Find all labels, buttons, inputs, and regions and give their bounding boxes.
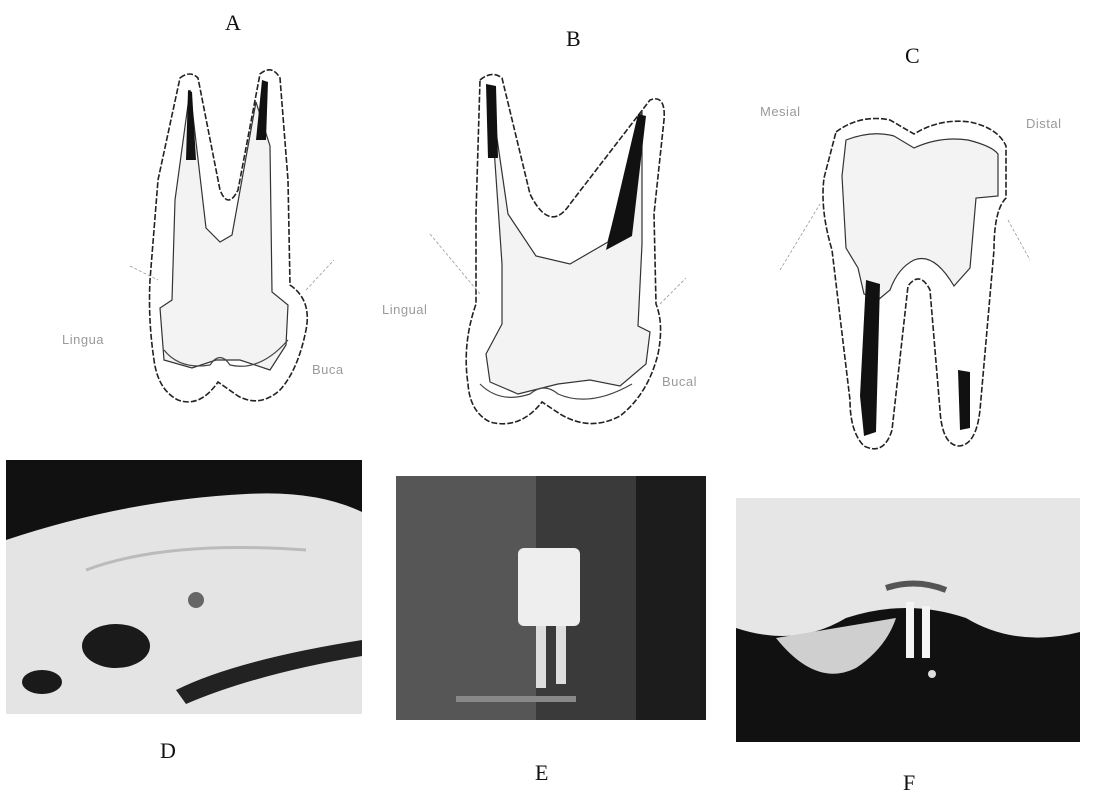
photo-f-scene bbox=[736, 498, 1080, 742]
panel-letter-b: B bbox=[566, 26, 581, 52]
photo-d-scene bbox=[6, 460, 362, 714]
photo-f bbox=[736, 498, 1080, 742]
label-lingual-a: Lingua bbox=[62, 332, 104, 347]
tooth-c-preparation bbox=[842, 134, 998, 300]
photo-e-scene bbox=[396, 476, 706, 720]
panel-letter-e: E bbox=[535, 760, 548, 786]
tooth-c-canal-2 bbox=[958, 370, 970, 430]
tooth-c-canal-1 bbox=[860, 280, 880, 436]
panel-letter-a: A bbox=[225, 10, 241, 36]
photo-e bbox=[396, 476, 706, 720]
tooth-section-a bbox=[120, 60, 360, 420]
panel-letter-c: C bbox=[905, 43, 920, 69]
tooth-section-b bbox=[410, 64, 690, 444]
panel-letter-f: F bbox=[903, 770, 915, 796]
tooth-b-canal-1 bbox=[486, 84, 498, 158]
tooth-a-preparation bbox=[160, 90, 288, 370]
photo-d bbox=[6, 460, 362, 714]
tooth-b-preparation bbox=[486, 90, 650, 394]
tooth-section-c bbox=[780, 100, 1080, 460]
panel-letter-d: D bbox=[160, 738, 176, 764]
